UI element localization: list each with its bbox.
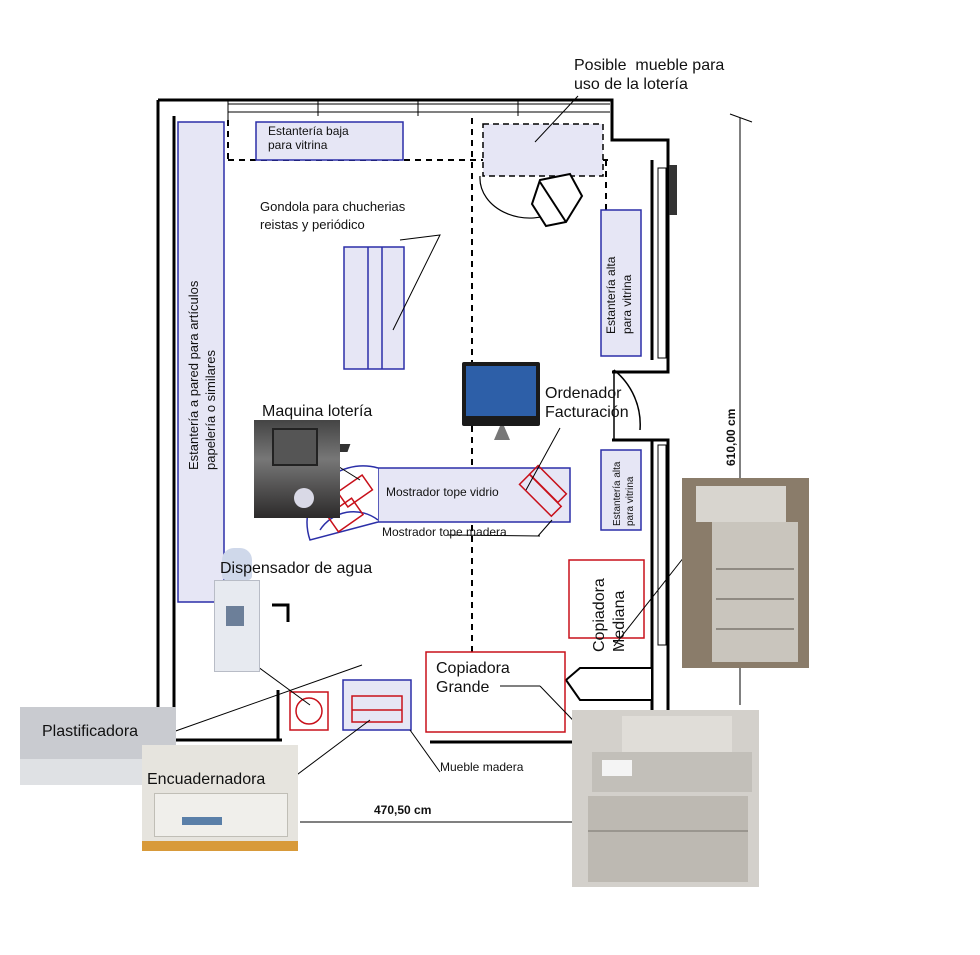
wall-notch — [564, 667, 653, 701]
encuadernadora-photo — [142, 745, 298, 851]
maquina-loteria-photo — [254, 420, 340, 518]
copiadora-mediana-label: Copiadora Mediana — [591, 578, 628, 652]
encuadernadora-label: Encuadernadora — [147, 771, 266, 788]
dimension-horizontal-label: 470,50 cm — [374, 803, 432, 817]
estanteria-baja-rect — [255, 121, 404, 161]
chair — [479, 172, 584, 228]
mueble-madera-label: Mueble madera — [440, 760, 524, 774]
copiadora-mediana-photo — [682, 478, 809, 668]
right-windows — [657, 167, 667, 646]
dispensador-label: Dispensador de agua — [220, 560, 373, 577]
copiadora-mediana-rect — [568, 559, 645, 639]
top-window — [227, 100, 610, 120]
estanteria-pared-label: Estantería a pared para artículos papele… — [186, 280, 218, 470]
estanteria-alta-1-rect — [600, 209, 642, 357]
estanteria-alta-2-label: Estantería alta para vitrina — [612, 461, 636, 526]
estanteria-baja-label: Estantería baja para vitrina — [268, 124, 349, 153]
plastificadora-circle — [295, 697, 323, 725]
copiadora-grande-rect — [425, 651, 566, 733]
copiadora-grande-label: Copiadora Grande — [436, 660, 510, 697]
right-ext-block-1 — [669, 165, 677, 215]
gondola-rect — [343, 246, 405, 370]
estanteria-alta-2-rect — [600, 449, 642, 531]
dispensador-photo — [208, 548, 264, 674]
estanteria-pared-rect — [177, 121, 225, 603]
pillar — [272, 603, 290, 622]
estanteria-alta-1-label: Estantería alta para vitrina — [604, 256, 634, 334]
copiadora-grande-photo — [572, 710, 759, 887]
door — [613, 369, 641, 440]
gondola-label: Gondola para chucherias reistas y periód… — [260, 199, 406, 232]
mueble-madera-inner — [351, 695, 403, 723]
leader-lines — [169, 95, 689, 796]
posible-mueble-rect — [482, 123, 604, 177]
plastificadora-label: Plastificadora — [42, 723, 139, 740]
posible-mueble-label: Posible mueble para uso de la lotería — [574, 57, 725, 94]
mostrador-vidrio-label: Mostrador tope vidrio — [386, 485, 499, 499]
maquina-loteria-label: Maquina lotería — [262, 403, 373, 420]
dimension-vertical-label: 610,00 cm — [724, 408, 738, 466]
ordenador-label: Ordenador Facturación — [545, 385, 629, 422]
mostrador-madera-label: Mostrador tope madera — [382, 525, 507, 539]
mostrador-red-marks — [325, 464, 568, 533]
